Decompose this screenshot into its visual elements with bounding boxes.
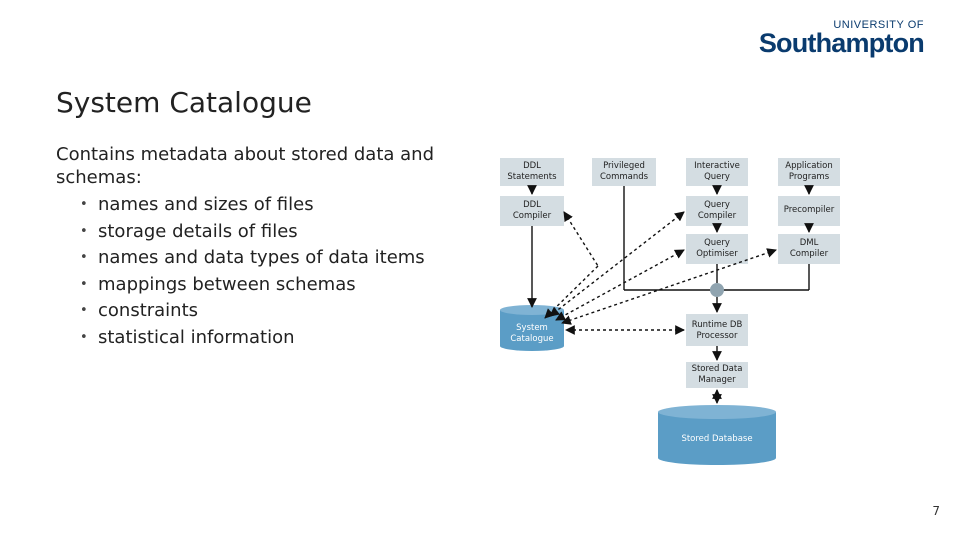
runtime-db-processor-label: Runtime DB Processor [691, 320, 743, 341]
stored-database-label: Stored Database [681, 434, 753, 444]
stored-data-manager-box [686, 362, 748, 388]
application-programs-box [778, 158, 840, 186]
catalogue-access-line [563, 211, 599, 267]
bullet-item: constraints [80, 298, 425, 325]
interactive-query-box [686, 158, 748, 186]
stored-database-cylinder [658, 405, 776, 465]
privileged-commands-box [592, 158, 656, 186]
ddl-statements-box [500, 158, 564, 186]
precompiler-box [778, 196, 840, 226]
query-compiler-box [686, 196, 748, 226]
application-programs-label: Application Programs [785, 161, 833, 182]
system-catalogue-cylinder [500, 305, 564, 351]
slide-title: System Catalogue [56, 86, 312, 119]
logo-main-text: Southampton [758, 28, 925, 58]
bullet-list: names and sizes of files storage details… [80, 192, 425, 351]
ddl-statements-label: DDL Statements [507, 161, 557, 182]
intro-text: Contains metadata about stored data and … [56, 144, 435, 188]
ddl-compiler-label: DDL Compiler [512, 200, 552, 221]
catalogue-access-line [561, 248, 777, 325]
system-catalogue-label: System Catalogue [510, 323, 554, 344]
dml-compiler-box [778, 234, 840, 264]
page-number: 7 [932, 504, 940, 518]
privileged-commands-label: Privileged Commands [599, 161, 649, 182]
bullet-item: mappings between schemas [80, 272, 425, 299]
merge-node [710, 283, 724, 297]
university-logo: UNIVERSITY OF Southampton [758, 19, 925, 58]
bullet-item: storage details of files [80, 219, 425, 246]
logo-top-text: UNIVERSITY OF [833, 19, 924, 31]
catalogue-access-line [549, 211, 685, 317]
bullet-item: statistical information [80, 325, 425, 352]
query-optimiser-label: Query Optimiser [696, 238, 738, 259]
bullet-item: names and sizes of files [80, 192, 425, 219]
stored-data-manager-label: Stored Data Manager [691, 364, 743, 385]
dml-compiler-label: DML Compiler [789, 238, 829, 259]
bullet-item: names and data types of data items [80, 245, 425, 272]
catalogue-access-line [555, 249, 685, 321]
interactive-query-label: Interactive Query [694, 161, 740, 182]
query-compiler-label: Query Compiler [697, 200, 737, 221]
precompiler-label: Precompiler [783, 205, 835, 215]
